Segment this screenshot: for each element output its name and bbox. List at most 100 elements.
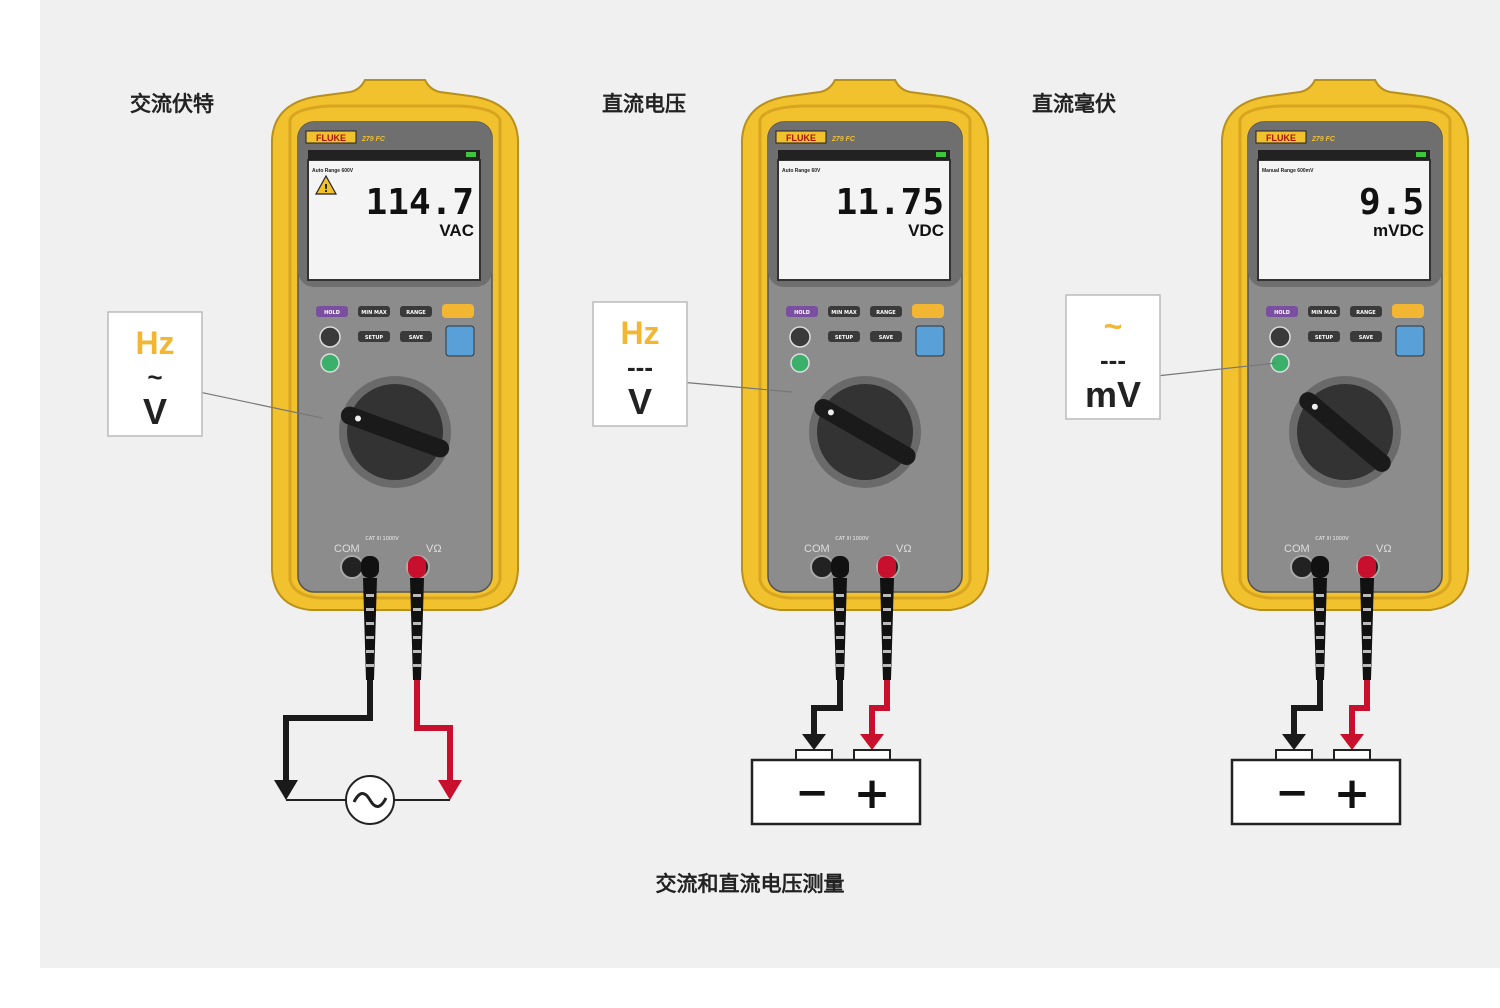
button-range xyxy=(400,306,432,317)
button-hold xyxy=(786,306,818,317)
yellow-button xyxy=(1392,304,1424,318)
com-terminal-label: COM xyxy=(1284,543,1310,555)
button-min-max xyxy=(358,306,390,317)
red-lead-wire xyxy=(869,680,890,740)
button-range xyxy=(870,306,902,317)
reading-unit: mVDC xyxy=(1373,221,1424,240)
probe-grip xyxy=(366,622,374,625)
brand-badge xyxy=(775,130,827,144)
power-button xyxy=(320,353,340,373)
reading-value: 9.5 xyxy=(1359,182,1424,223)
probe-grip xyxy=(413,622,421,625)
probe-grip xyxy=(1316,650,1324,653)
probe-grip xyxy=(413,594,421,597)
status-bar xyxy=(308,150,480,160)
button-label: SETUP xyxy=(365,335,383,341)
button-label: SETUP xyxy=(835,335,853,341)
button-label: MIN MAX xyxy=(831,310,857,316)
black-probe xyxy=(363,578,377,680)
battery-plus-sign: + xyxy=(854,768,891,819)
black-lead-wire xyxy=(283,680,373,788)
battery-minus-sign: − xyxy=(795,770,829,816)
lcd-screen xyxy=(307,159,481,281)
model-number: 279 FC xyxy=(361,136,386,143)
red-arrow-icon xyxy=(860,734,884,750)
red-probe xyxy=(410,578,424,680)
callout-leader xyxy=(686,382,793,393)
button-label: HOLD xyxy=(794,310,810,316)
model-number: 279 FC xyxy=(1311,136,1336,143)
black-lead-wire xyxy=(1291,680,1323,740)
probe-grip xyxy=(366,664,374,667)
button-label: MIN MAX xyxy=(361,310,387,316)
probe-grip xyxy=(366,608,374,611)
wireless-button xyxy=(445,325,475,357)
probe-grip xyxy=(1363,594,1371,597)
v-terminal-label: VΩ xyxy=(1376,543,1392,555)
dial-pointer xyxy=(1311,403,1318,410)
button-min-max xyxy=(1308,306,1340,317)
button-label: SETUP xyxy=(1315,335,1333,341)
button-save xyxy=(870,331,902,342)
cat-rating: CAT III 1000V xyxy=(365,536,399,542)
dial-pointer xyxy=(827,409,834,416)
lcd-screen xyxy=(777,159,951,281)
button-min-max xyxy=(828,306,860,317)
battery-icon xyxy=(1416,152,1426,157)
probe-grip xyxy=(366,650,374,653)
warning-triangle-icon xyxy=(314,174,338,195)
v-terminal-label: VΩ xyxy=(426,543,442,555)
range-text: Auto Range 60V xyxy=(782,168,821,174)
range-text: Auto Range 600V xyxy=(312,168,354,174)
probe-grip xyxy=(1363,636,1371,639)
button-label: SAVE xyxy=(409,335,424,341)
probe-grip xyxy=(366,636,374,639)
red-probe xyxy=(1360,578,1374,680)
probe-grip xyxy=(883,650,891,653)
battery-icon xyxy=(466,152,476,157)
callout-mid-symbol: ~ xyxy=(147,362,162,392)
lcd-screen xyxy=(1257,159,1431,281)
yellow-button xyxy=(912,304,944,318)
probe-grip xyxy=(836,650,844,653)
holster-inner-edge xyxy=(758,104,972,600)
dial-knob xyxy=(1299,392,1391,472)
button-label: SAVE xyxy=(1359,335,1374,341)
probe-grip xyxy=(1316,636,1324,639)
black-probe xyxy=(1313,578,1327,680)
warning-mark: ! xyxy=(323,182,328,195)
brand-name: FLUKE xyxy=(316,133,346,143)
probe-grip xyxy=(836,608,844,611)
dial-knob xyxy=(814,399,916,465)
com-terminal-label: COM xyxy=(804,543,830,555)
red-lead-wire xyxy=(414,680,453,788)
holster-inner-edge xyxy=(288,104,502,600)
nav-button xyxy=(319,326,341,348)
red-plug xyxy=(1358,556,1376,578)
button-label: RANGE xyxy=(876,310,896,316)
battery-minus-sign: − xyxy=(1275,770,1309,816)
callout-leader xyxy=(201,392,323,419)
button-label: HOLD xyxy=(1274,310,1290,316)
button-hold xyxy=(316,306,348,317)
probe-grip xyxy=(883,622,891,625)
button-label: HOLD xyxy=(324,310,340,316)
red-plug xyxy=(878,556,896,578)
button-setup xyxy=(828,331,860,342)
probe-grip xyxy=(1316,622,1324,625)
button-label: SAVE xyxy=(879,335,894,341)
cat-rating: CAT III 1000V xyxy=(835,536,869,542)
nav-button xyxy=(789,326,811,348)
black-probe xyxy=(833,578,847,680)
probe-grip xyxy=(836,664,844,667)
status-bar xyxy=(1258,150,1430,160)
black-lead-wire xyxy=(811,680,843,740)
probe-grip xyxy=(413,608,421,611)
probe-grip xyxy=(1363,650,1371,653)
dial-knob xyxy=(340,406,450,458)
black-plug xyxy=(1311,556,1329,578)
probe-grip xyxy=(1363,608,1371,611)
probe-grip xyxy=(1316,664,1324,667)
